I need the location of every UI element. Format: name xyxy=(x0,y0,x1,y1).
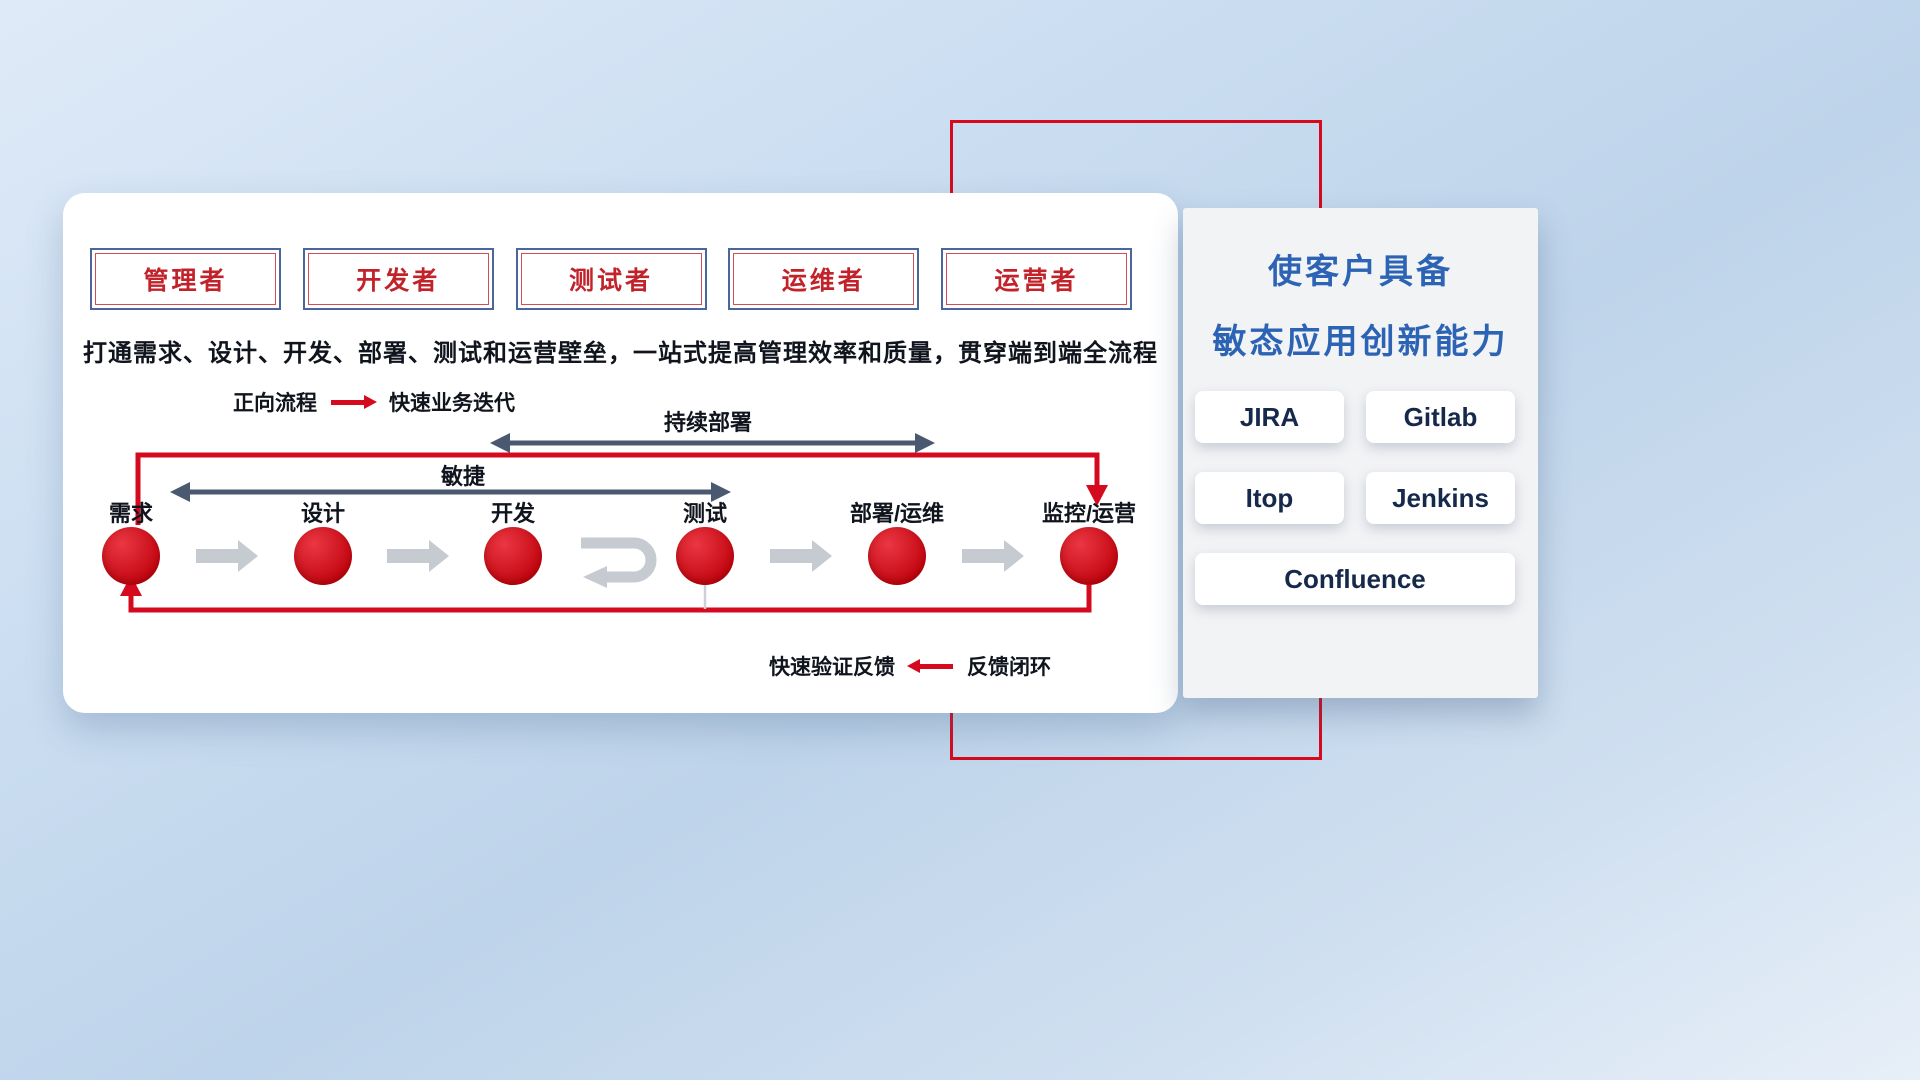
feedback-arrow-icon xyxy=(907,658,953,673)
stage-arrow-icon xyxy=(962,540,1024,572)
capability-panel: 使客户具备 敏态应用创新能力 JIRA Gitlab Itop Jenkins … xyxy=(1183,208,1538,698)
continuous-deploy-label: 持续部署 xyxy=(663,410,753,435)
stage-label-requirements: 需求 xyxy=(108,501,154,526)
panel-title-line1: 使客户具备 xyxy=(1268,253,1453,291)
tool-box-confluence: Confluence xyxy=(1195,553,1515,605)
role-label: 管理者 xyxy=(143,267,228,295)
role-label: 运维者 xyxy=(781,267,866,295)
stage-arrow-icon xyxy=(387,540,449,572)
forward-legend-value: 快速业务迭代 xyxy=(389,392,515,415)
tool-box-gitlab: Gitlab xyxy=(1366,391,1515,443)
forward-arrow-icon xyxy=(331,394,377,409)
role-label: 测试者 xyxy=(568,267,653,295)
workflow-card: 管理者 开发者 测试者 运维者 运营者 打通需求、设计、开发、部署、测试和运营壁… xyxy=(63,193,1178,713)
stage-label-deploy-ops: 部署/运维 xyxy=(849,501,945,526)
flow-diagram-graphics xyxy=(120,433,1108,613)
stage-circle-development xyxy=(484,527,542,585)
stage-circle-monitor-operate xyxy=(1060,527,1118,585)
stage-circle-testing xyxy=(676,527,734,585)
red-feedback-loop xyxy=(128,585,1092,613)
feedback-loop-legend: 快速验证反馈 反馈闭环 xyxy=(769,651,1051,681)
role-box-operator: 运营者 xyxy=(941,248,1132,310)
stage-circle-design xyxy=(294,527,352,585)
stage-arrow-icon xyxy=(770,540,832,572)
stage-circle-requirements xyxy=(102,527,160,585)
tool-box-itop: Itop xyxy=(1195,472,1344,524)
feedback-legend-label: 快速验证反馈 xyxy=(769,656,895,679)
workflow-description: 打通需求、设计、开发、部署、测试和运营壁垒，一站式提高管理效率和质量，贯穿端到端… xyxy=(83,340,1158,367)
forward-flow-legend: 正向流程 快速业务迭代 xyxy=(233,387,515,417)
stage-label-development: 开发 xyxy=(490,501,536,526)
role-box-manager: 管理者 xyxy=(90,248,281,310)
role-box-developer: 开发者 xyxy=(302,248,494,310)
tool-box-jenkins: Jenkins xyxy=(1366,472,1515,524)
stage-label-design: 设计 xyxy=(300,501,346,526)
red-forward-loop xyxy=(135,452,1100,525)
role-label: 开发者 xyxy=(356,267,441,295)
stage-label-testing: 测试 xyxy=(682,501,728,526)
agile-label: 敏捷 xyxy=(440,464,486,489)
tool-box-jira: JIRA xyxy=(1195,391,1344,443)
stage-arrow-icon xyxy=(196,540,258,572)
forward-legend-label: 正向流程 xyxy=(233,392,317,415)
role-box-tester: 测试者 xyxy=(515,248,707,310)
panel-title-line2: 敏态应用创新能力 xyxy=(1212,323,1509,361)
stage-circle-deploy-ops xyxy=(868,527,926,585)
role-row: 管理者 开发者 测试者 运维者 运营者 xyxy=(90,248,1132,310)
feedback-legend-value: 反馈闭环 xyxy=(967,656,1051,679)
role-label: 运营者 xyxy=(994,267,1079,295)
role-box-ops: 运维者 xyxy=(728,248,920,310)
iteration-loop-icon xyxy=(581,537,657,588)
tool-grid: JIRA Gitlab Itop Jenkins Confluence xyxy=(1195,391,1515,605)
stage-label-monitor-operate: 监控/运营 xyxy=(1041,501,1137,526)
